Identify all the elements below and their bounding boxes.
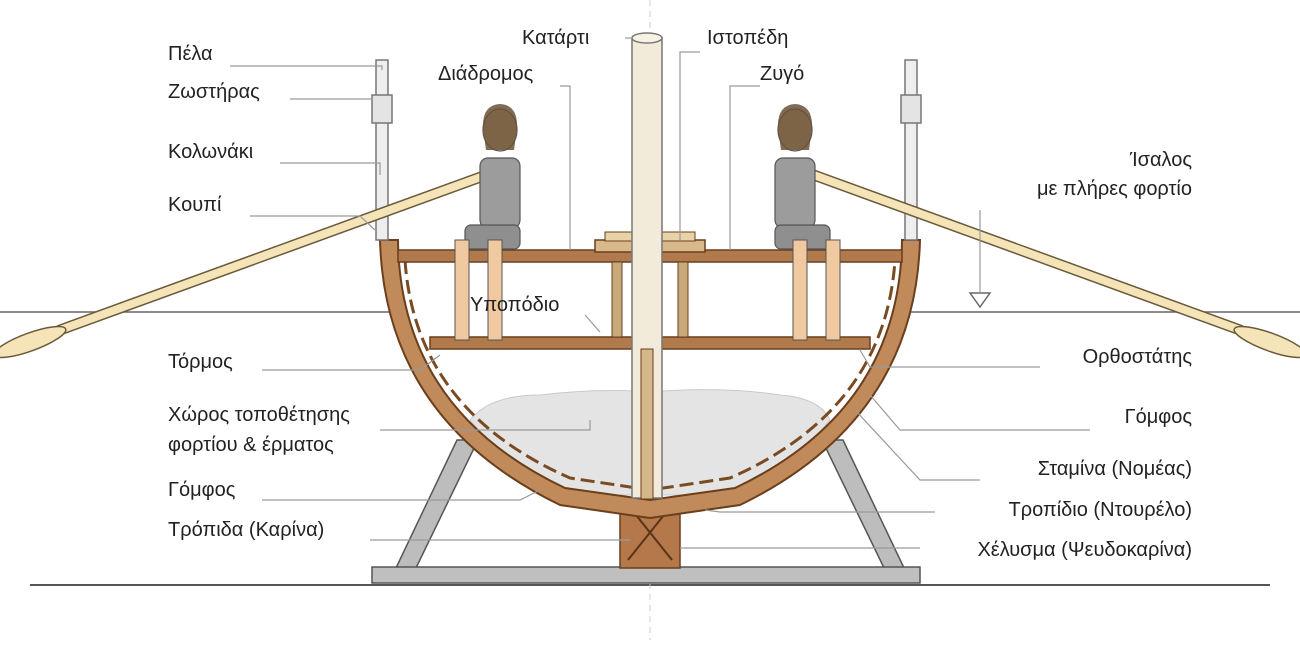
thole-collar-right (900, 94, 922, 124)
label-tormos: Τόρμος (168, 351, 233, 373)
label-choros-line2: φορτίου & έρματος (168, 434, 334, 456)
stanchion-right (677, 261, 689, 338)
support-leg-left (393, 439, 480, 571)
mast-lower (640, 348, 654, 500)
stanchion-left (611, 261, 623, 338)
label-choros-line1: Χώρος τοποθέτησης (168, 404, 350, 426)
label-katarti: Κατάρτι (522, 27, 590, 49)
leader-gomfos-left (262, 489, 541, 501)
label-koupi: Κουπί (168, 194, 222, 216)
leader-choros (380, 420, 591, 431)
leader-kolonaki (280, 162, 381, 175)
oar-left (0, 164, 506, 359)
thole-collar-left (371, 94, 393, 124)
label-orthostatis: Ορθοστάτης (1082, 346, 1192, 368)
leader-pela (230, 65, 383, 70)
label-chelysma: Χέλυσμα (Ψευδοκαρίνα) (977, 539, 1192, 561)
label-isalos-line2: με πλήρες φορτίο (1036, 178, 1192, 200)
label-tropida: Τρόπιδα (Καρίνα) (168, 519, 325, 541)
waterline-marker (968, 292, 992, 309)
leader-stamina (854, 409, 980, 481)
label-zygo: Ζυγό (760, 63, 805, 85)
base-board (371, 566, 921, 584)
leader-zygo (729, 85, 760, 250)
leader-koupi (250, 215, 376, 231)
label-gomfos-left: Γόμφος (168, 479, 236, 501)
leader-gomfos-right (869, 394, 1090, 431)
label-tropidio: Τροπίδιο (Ντουρέλο) (1008, 499, 1193, 521)
rower-left (454, 104, 521, 341)
label-pela: Πέλα (168, 43, 213, 65)
oar-right (794, 164, 1300, 359)
leader-tropidio (704, 509, 935, 513)
mast-top (631, 32, 663, 44)
label-gomfos-right: Γόμφος (1124, 406, 1192, 428)
leader-istopedi (679, 51, 700, 240)
label-zostiras: Ζωστήρας (168, 81, 260, 103)
leader-lines (230, 37, 1090, 549)
label-isalos-line1: Ίσαλος (1129, 149, 1192, 171)
label-diadromos: Διάδρομος (438, 63, 534, 85)
leader-orthostatis (859, 349, 1040, 368)
support-leg-right (820, 439, 907, 571)
label-ypopodio: Υποπόδιο (470, 294, 560, 316)
leader-diadromos (560, 85, 571, 250)
leader-ypopodio (584, 314, 601, 333)
label-istopedi: Ιστοπέδη (707, 27, 789, 49)
rower-right (774, 104, 841, 341)
leader-tormos (262, 354, 441, 371)
label-kolonaki: Κολωνάκι (168, 141, 254, 163)
label-stamina: Σταμίνα (Νομέας) (1037, 458, 1192, 480)
